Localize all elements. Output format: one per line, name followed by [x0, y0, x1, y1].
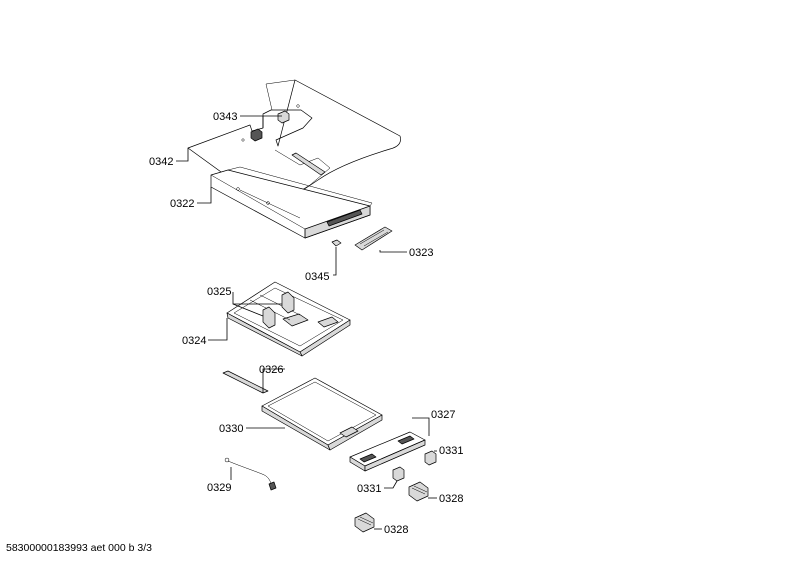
label-0322: 0322	[170, 198, 194, 210]
label-0331-left: 0331	[357, 483, 381, 495]
label-0328-right: 0328	[439, 493, 463, 505]
label-0345: 0345	[305, 271, 329, 283]
filter-part	[261, 377, 383, 451]
bracket-part-0325	[262, 291, 295, 329]
footer-document-id: 58300000183993 aet 000 b 3/3	[6, 542, 152, 554]
leader-lines	[176, 115, 437, 530]
bracket-part-0343	[250, 110, 290, 142]
label-0324: 0324	[182, 335, 206, 347]
switch-part-0328	[354, 481, 429, 533]
label-0325: 0325	[207, 286, 231, 298]
control-panel-part	[349, 431, 426, 472]
label-0323: 0323	[409, 247, 433, 259]
base-plate-part	[226, 281, 351, 357]
cable-part-0329	[224, 457, 277, 491]
label-0342: 0342	[149, 156, 173, 168]
label-0327: 0327	[431, 409, 455, 421]
label-0331-right: 0331	[439, 445, 463, 457]
label-0326: 0326	[259, 364, 283, 376]
knob-part-0331	[392, 450, 437, 482]
housing-frame-part	[210, 166, 373, 239]
label-0329: 0329	[207, 482, 231, 494]
clip-part-0345	[331, 239, 342, 247]
label-0328-bottom: 0328	[384, 524, 408, 536]
part-labels: 0343 0342 0322 0323 0345 0325 0324 0326 …	[149, 111, 463, 536]
label-0343: 0343	[213, 111, 237, 123]
label-0330: 0330	[219, 423, 243, 435]
rail-part-0326	[222, 370, 269, 394]
side-strip-part-0323	[354, 226, 393, 251]
